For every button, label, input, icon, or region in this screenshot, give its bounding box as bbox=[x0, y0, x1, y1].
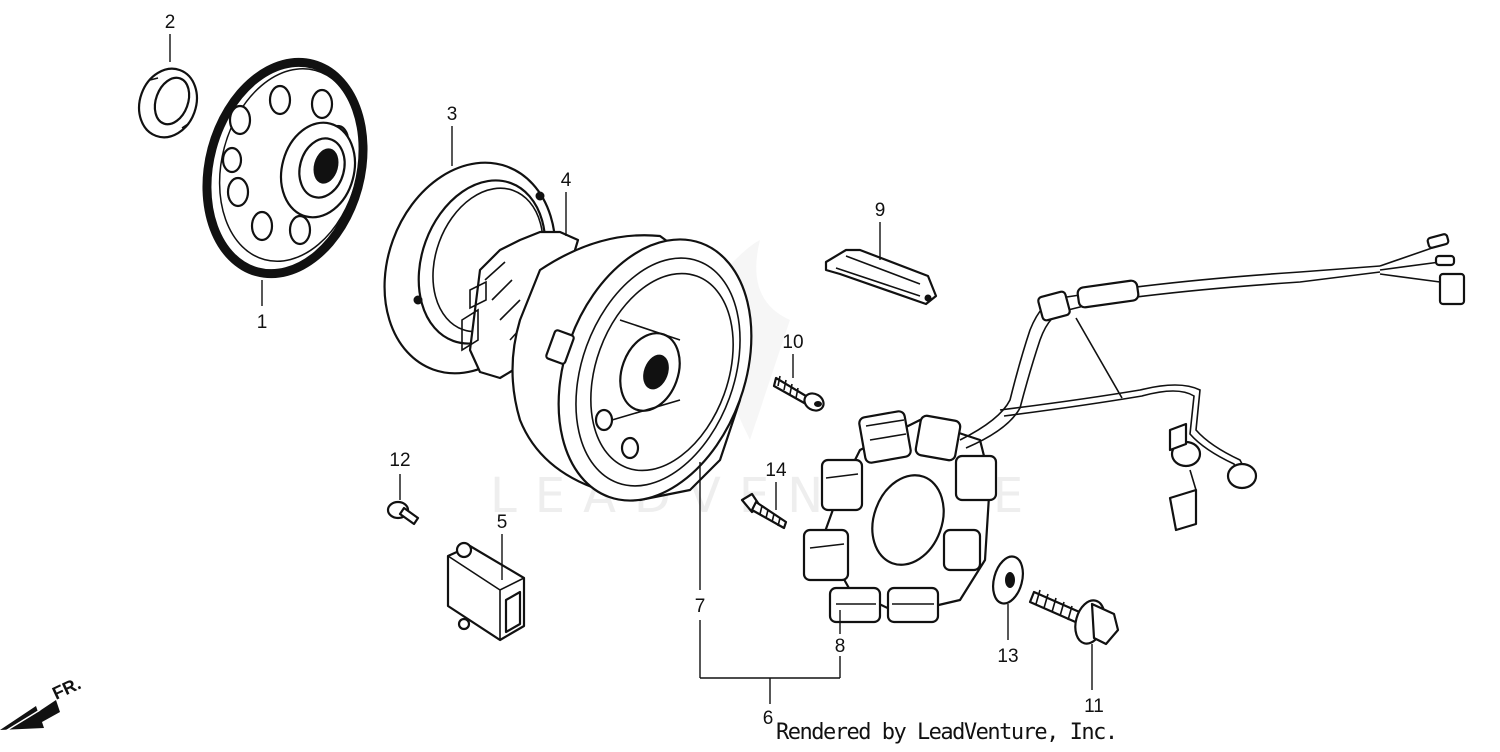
callout-7[interactable]: 7 bbox=[695, 596, 706, 617]
part-bolt-10[interactable] bbox=[772, 375, 827, 414]
callout-8[interactable]: 8 bbox=[835, 636, 846, 657]
part-starter-driven-gear[interactable] bbox=[179, 39, 392, 297]
part-cord-clamp[interactable] bbox=[824, 248, 938, 306]
part-stator[interactable] bbox=[802, 410, 998, 624]
part-regulator[interactable] bbox=[446, 541, 526, 642]
callout-10[interactable]: 10 bbox=[782, 332, 803, 353]
callout-11[interactable]: 11 bbox=[1084, 696, 1104, 717]
part-bolt-12[interactable] bbox=[386, 500, 420, 526]
leader-lines bbox=[169, 34, 1093, 704]
part-flywheel[interactable] bbox=[511, 212, 786, 527]
callout-3[interactable]: 3 bbox=[447, 104, 458, 125]
part-flange-bolt[interactable] bbox=[1028, 589, 1120, 647]
callout-6[interactable]: 6 bbox=[763, 708, 774, 729]
callout-4[interactable]: 4 bbox=[561, 170, 572, 191]
part-washer[interactable] bbox=[988, 553, 1027, 607]
part-wire-harness[interactable] bbox=[959, 233, 1466, 532]
callout-9[interactable]: 9 bbox=[875, 200, 886, 221]
callout-2[interactable]: 2 bbox=[165, 12, 176, 33]
callout-numbers: 2 1 3 4 9 10 12 14 5 7 8 6 13 11 bbox=[165, 12, 1104, 729]
part-needle-bearing[interactable] bbox=[130, 61, 207, 146]
part-bolt-14[interactable] bbox=[740, 492, 788, 530]
direction-label: FR. bbox=[49, 673, 84, 703]
callout-5[interactable]: 5 bbox=[497, 512, 508, 533]
front-direction-arrow: FR. bbox=[0, 673, 84, 733]
callout-13[interactable]: 13 bbox=[997, 646, 1018, 667]
callout-14[interactable]: 14 bbox=[765, 460, 787, 481]
callout-12[interactable]: 12 bbox=[389, 450, 410, 471]
credit-text: Rendered by LeadVenture, Inc. bbox=[776, 720, 1118, 745]
callout-1[interactable]: 1 bbox=[257, 312, 268, 333]
